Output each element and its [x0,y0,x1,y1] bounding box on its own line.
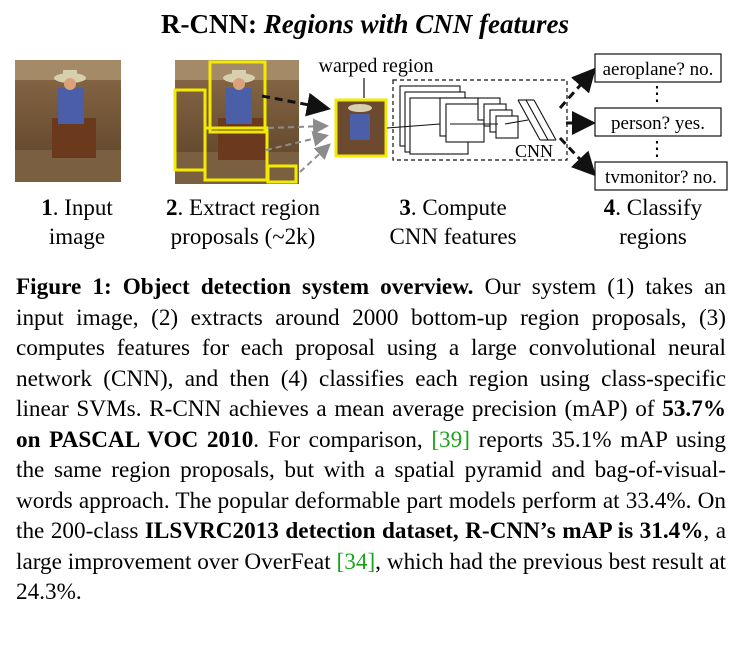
warped-region-label: warped region [319,55,434,77]
ellipsis: ⋮ [647,83,667,105]
caption-bold-result: ILSVRC2013 detection dataset, R-CNN’s mA… [144,518,704,544]
pipeline-diagram: warped region [15,53,728,191]
warped-region-image [334,98,388,158]
proposal-arrow-gray-3 [299,143,331,173]
output-box-person: person? yes. [594,107,722,137]
output-arrow-3 [558,136,597,177]
caption-text: , which had the previous best result at … [16,548,726,606]
output-arrow-1 [558,67,596,109]
cnn-network: CNN [386,79,568,161]
input-image [15,60,121,182]
caption-label: Figure 1: [16,274,112,300]
output-box-aeroplane: aeroplane? no. [594,53,722,83]
output-label: tvmonitor? no. [605,167,717,188]
caption-text: , a large improvement over OverFeat [16,518,727,575]
caption-text: Our system (1) takes an input image, (2)… [16,274,726,422]
figure-title: R-CNN: Regions with CNN features [0,9,730,40]
proposal-arrow-gray-2 [265,130,329,151]
proposal-arrow-dark [261,92,331,117]
caption-heading: Object detection system overview. [122,274,474,300]
caption-text: reports 35.1% mAP using the same region … [16,426,726,545]
cnn-label: CNN [515,141,553,161]
caption-bold-result: 53.7% on PASCAL VOC 2010 [16,396,726,453]
caption-text: . For comparison, [253,426,432,453]
output-label: person? yes. [611,113,705,134]
ellipsis: ⋮ [647,138,667,160]
figure-caption: Figure 1: Object detection system overvi… [16,272,726,608]
proposals-image [173,60,299,184]
citation-link[interactable]: [34] [336,548,376,575]
rcnn-figure: R-CNN: Regions with CNN features [0,0,730,262]
output-box-tvmonitor: tvmonitor? no. [594,161,728,191]
title-italic: Regions with CNN features [263,9,570,39]
title-prefix: R-CNN: [160,9,264,39]
citation-link[interactable]: [39] [431,426,470,453]
output-label: aeroplane? no. [603,59,714,80]
